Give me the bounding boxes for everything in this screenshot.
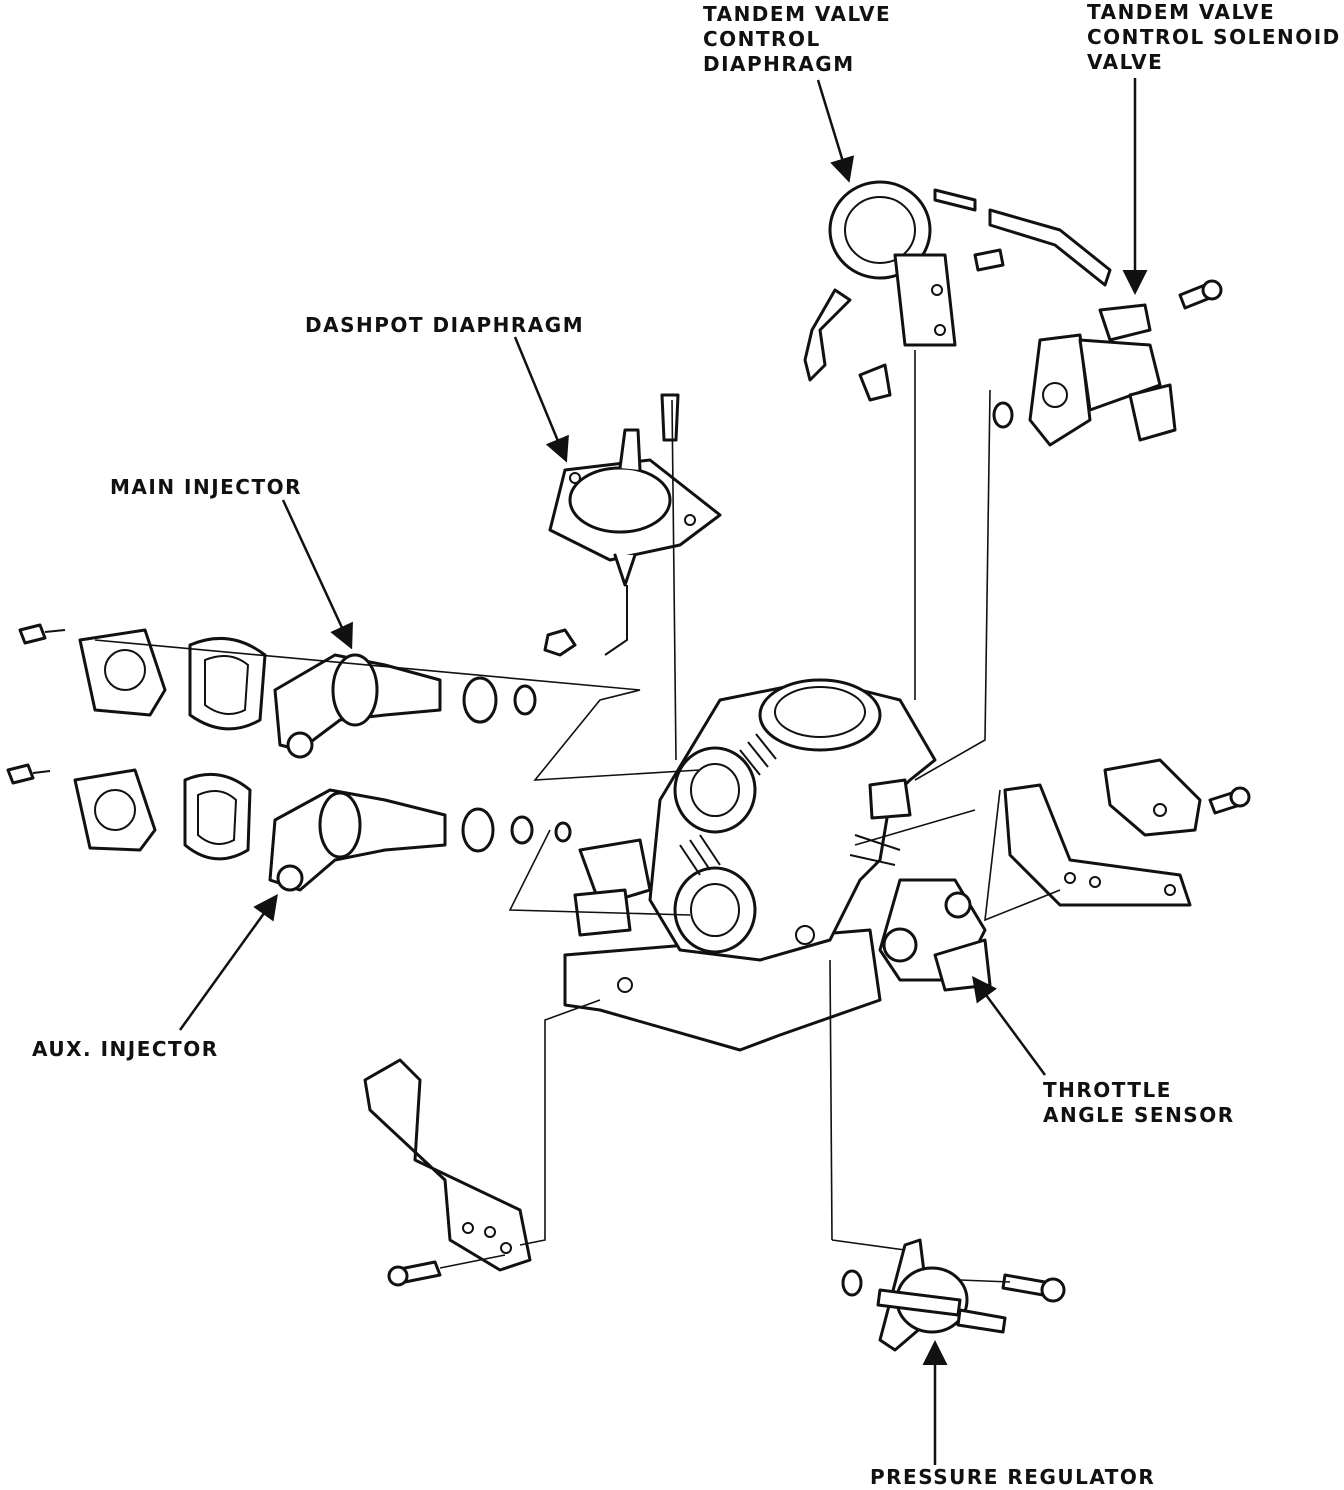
label-pressure-regulator: PRESSURE REGULATOR [870, 1465, 1156, 1489]
label-tandem-valve-control-diaphragm: TANDEM VALVE CONTROL DIAPHRAGM [703, 2, 892, 76]
throttle-body [563, 678, 992, 1052]
label-dashpot-diaphragm: DASHPOT DIAPHRAGM [305, 313, 585, 337]
pressure-regulator [841, 1238, 1066, 1352]
leader-dashpot [513, 336, 569, 463]
dashpot-diaphragm [543, 393, 722, 657]
leader-throttle-sensor [972, 975, 1047, 1076]
tandem-valve-control-solenoid-valve [992, 279, 1223, 447]
aux-injector-assembly [6, 763, 572, 892]
assembly-guide-lines [94, 350, 1061, 1283]
leader-aux-injector [178, 893, 278, 1031]
label-main-injector: MAIN INJECTOR [110, 475, 303, 499]
label-throttle-angle-sensor: THROTTLE ANGLE SENSOR [1043, 1078, 1235, 1127]
leader-main-injector [281, 499, 353, 650]
right-bracket [1003, 758, 1251, 907]
label-tandem-valve-control-solenoid-valve: TANDEM VALVE CONTROL SOLENOID VALVE [1087, 0, 1341, 74]
label-aux-injector: AUX. INJECTOR [32, 1037, 219, 1061]
leader-arrows [178, 78, 1148, 1465]
lower-bracket [363, 1058, 532, 1287]
tandem-valve-control-diaphragm [803, 180, 1112, 402]
leader-tandem-diaphragm [816, 79, 855, 183]
main-injector-assembly [18, 623, 537, 759]
